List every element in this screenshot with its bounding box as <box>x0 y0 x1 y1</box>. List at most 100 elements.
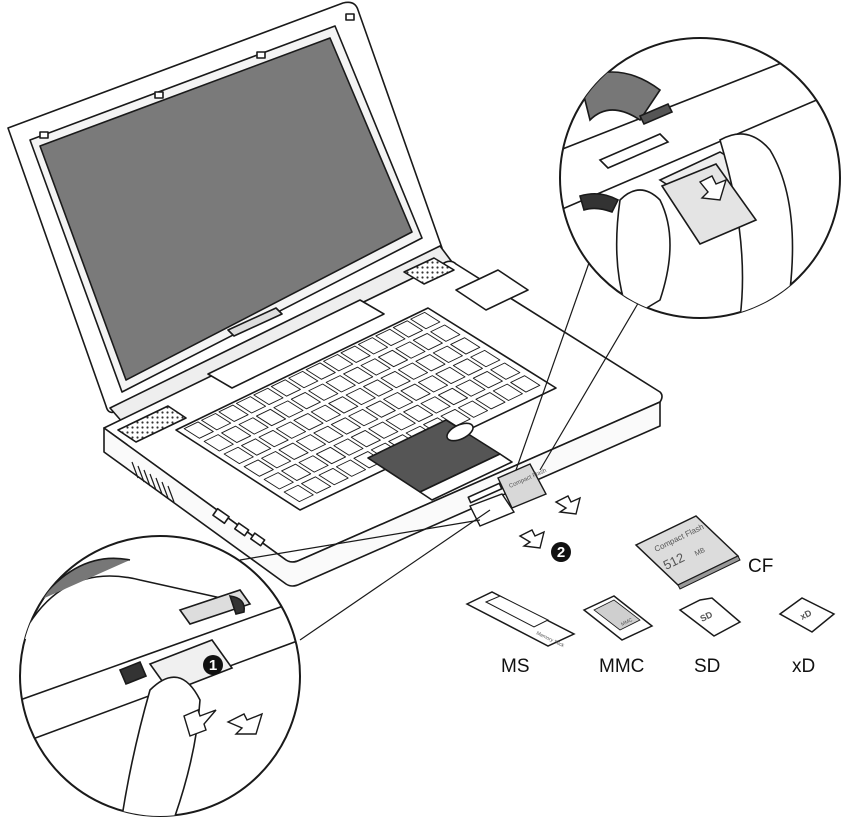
keyboard-key <box>345 387 376 406</box>
keyboard-key <box>305 362 336 380</box>
zoom-top-card <box>660 163 758 245</box>
keyboard-key <box>318 467 349 486</box>
keyboard-key <box>235 396 267 414</box>
keyboard-key <box>475 392 506 410</box>
keyboard-key <box>392 320 423 338</box>
hotkey-cluster <box>455 269 529 311</box>
touchpad-buttons <box>419 453 513 501</box>
keyboard-key <box>383 392 414 410</box>
finger-left <box>615 189 671 318</box>
keyboard-key <box>457 400 489 418</box>
lid-clip <box>345 13 355 21</box>
keyboard-key <box>301 476 332 494</box>
mmc-label: MMC <box>599 656 644 677</box>
keyboard-key <box>313 425 344 444</box>
keyboard-key <box>253 387 284 406</box>
keyboard-key <box>288 370 319 389</box>
keyboard-key <box>258 429 289 448</box>
keyboard-key <box>375 328 406 347</box>
keyboard-keys <box>183 311 541 503</box>
inserted-cards: Compact Flash <box>469 463 548 527</box>
zoom-top <box>559 37 841 319</box>
keyboard-key <box>263 472 294 490</box>
keyboard-key <box>283 484 314 503</box>
keyboard-key <box>360 358 391 376</box>
inserted-cf-card <box>497 463 547 509</box>
side-port <box>233 522 250 537</box>
zoom-top-arrow <box>698 175 728 201</box>
keyboard-key <box>343 366 374 384</box>
keyboard-key <box>201 413 232 431</box>
zoom-connectors <box>239 259 641 641</box>
keyboard-key <box>452 358 483 376</box>
card-cf: Compact Flash 512 MB CF <box>634 515 773 590</box>
keyboard-key <box>472 371 503 389</box>
keyboard-key <box>403 404 434 422</box>
card-ms: Memory Stick MS <box>465 591 576 677</box>
keyboard-key <box>221 425 252 443</box>
keyboard-key <box>243 459 274 477</box>
keyboard-key <box>348 408 379 427</box>
keyboard-key <box>330 417 361 435</box>
keyboard-key <box>470 349 501 368</box>
keyboard-key <box>415 354 446 372</box>
keyboard-key <box>437 387 469 406</box>
lid-clip <box>256 51 266 59</box>
xd-label: xD <box>792 656 815 677</box>
zoom-bottom-arrow-out <box>226 712 264 735</box>
keyboard-key <box>368 421 399 439</box>
side-port <box>212 507 230 525</box>
keyboard-key <box>450 337 481 355</box>
callout-1-number: 1 <box>209 657 217 674</box>
callout-1: 1 <box>203 655 223 675</box>
keyboard-key <box>455 379 486 397</box>
mmc-printed-text: MMC <box>620 617 634 628</box>
keyboard-key <box>290 392 321 410</box>
keyboard-key <box>363 379 394 397</box>
keyboard-key <box>325 375 356 393</box>
media-button-strip <box>207 299 385 389</box>
card-sd: SD SD <box>678 597 742 677</box>
keyboard-key <box>380 370 411 389</box>
insert-arrows-main <box>518 495 582 549</box>
keyboard-key <box>397 362 429 380</box>
keyboard-key <box>183 421 214 439</box>
laptop <box>7 1 663 587</box>
keyboard-key <box>432 345 463 363</box>
keyboard-key <box>223 446 254 465</box>
keyboard-key <box>261 451 292 469</box>
keyboard-key <box>377 349 409 368</box>
callout-2: 2 <box>551 542 571 562</box>
keyboard-key <box>395 341 426 359</box>
laptop-base-front <box>103 401 661 587</box>
keyboard-key <box>310 404 341 422</box>
keyboard-key <box>365 400 396 418</box>
keyboard-key <box>490 362 521 380</box>
keyboard-key <box>492 383 523 401</box>
keyboard-key <box>510 375 541 393</box>
keyboard-key <box>255 408 287 427</box>
keyboard-key <box>412 333 443 351</box>
keyboard-key <box>293 413 324 431</box>
keyboard-key <box>328 396 359 414</box>
callout-2-number: 2 <box>557 544 565 561</box>
xd-printed-text: xD <box>798 608 813 622</box>
zoom-bottom-arrow-in <box>183 709 217 737</box>
keyboard-key <box>298 455 329 473</box>
sd-label: SD <box>694 656 720 677</box>
keyboard-key <box>241 438 272 456</box>
keyboard-key <box>435 366 466 385</box>
finger-bottom <box>119 676 201 816</box>
arrow-out-cf <box>554 495 582 515</box>
keyboard-key <box>295 434 327 452</box>
side-vents <box>131 461 175 503</box>
lid-clip <box>39 131 49 139</box>
speaker-right <box>403 257 455 285</box>
keyboard-key <box>270 379 301 397</box>
keyboard-key <box>315 446 347 465</box>
keyboard-key <box>278 442 309 460</box>
keyboard-key <box>323 354 354 372</box>
speaker-left <box>117 405 187 443</box>
card-mmc: MMC MMC <box>582 595 654 677</box>
